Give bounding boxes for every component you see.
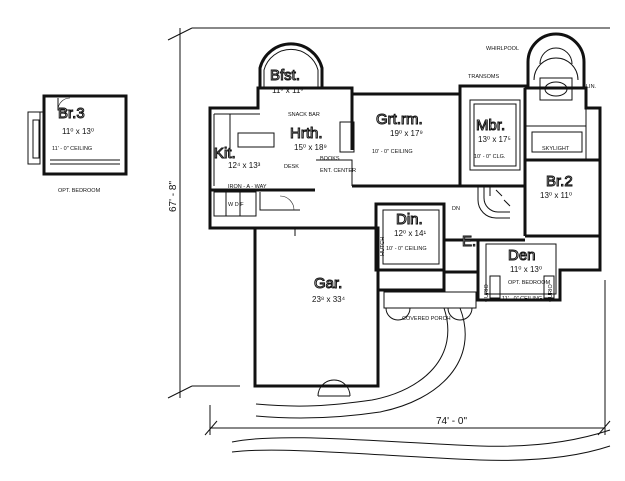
bfst-dim: 11⁰ x 11⁰ — [272, 86, 303, 95]
desk-label: DESK — [284, 164, 299, 170]
width-label: 74' - 0" — [436, 416, 467, 427]
skylight-label: SKYLIGHT — [542, 146, 570, 152]
whirlpool-bay — [526, 32, 586, 101]
lin-label: LIN. — [586, 84, 597, 90]
br3-ceiling: 11' - 0" CEILING — [52, 146, 92, 152]
curio-label-1: CURIO — [484, 284, 490, 302]
br3-dim: 11⁰ x 13⁰ — [62, 127, 94, 136]
br2-dim: 13⁰ x 11⁰ — [540, 191, 572, 200]
main-walls — [208, 84, 602, 388]
overall-dimension-lines — [167, 27, 611, 436]
garage-details — [294, 228, 351, 397]
whirlpool-label: WHIRLPOOL — [486, 46, 519, 52]
mbr-name: Mbr. — [476, 117, 505, 134]
br3-sub: OPT. BEDROOM — [58, 188, 101, 194]
books-label: BOOKS — [320, 156, 340, 162]
den-ceiling: 11' - 0" CEILING — [502, 296, 542, 302]
kit-name: Kit. — [214, 145, 236, 162]
din-dim: 12⁰ x 14¹ — [394, 229, 426, 238]
transoms-label: TRANSOMS — [468, 74, 500, 80]
labels: 67' - 8" 74' - 0" Br.3 11⁰ x 13⁰ 11' - 0… — [52, 46, 597, 427]
breakfast-bay — [258, 42, 324, 88]
br3-name: Br.3 — [58, 105, 85, 122]
hrth-dim: 15⁰ x 18⁹ — [294, 143, 327, 152]
covered-porch — [231, 291, 611, 461]
ent-center-label: ENT. CENTER — [320, 168, 356, 174]
den-dim: 11⁰ x 13⁰ — [510, 265, 542, 274]
grtrm-ceiling: 10' - 0" CEILING — [372, 149, 413, 155]
bfst-name: Bfst. — [270, 67, 300, 84]
din-name: Din. — [396, 211, 423, 228]
wdf-label: W D F — [228, 202, 244, 208]
gar-dim: 23⁸ x 33⁴ — [312, 295, 346, 304]
gar-name: Gar. — [314, 275, 342, 292]
curio-label-2: CURIO — [548, 284, 554, 302]
kit-dim: 12⁴ x 13³ — [228, 161, 261, 170]
dn-label: DN — [452, 206, 460, 212]
covered-porch-label: COVERED PORCH — [402, 316, 451, 322]
entry-name: E. — [462, 233, 476, 250]
den-name: Den — [508, 247, 536, 264]
mbr-ceiling: 10' - 0" CLG. — [474, 154, 506, 160]
br3-inset — [27, 94, 128, 176]
hutch-label: HUTCH — [380, 237, 386, 256]
den-sub: OPT. BEDROOM — [508, 280, 551, 286]
mbr-dim: 13⁰ x 17⁵ — [478, 135, 511, 144]
grtrm-dim: 19⁰ x 17⁹ — [390, 129, 423, 138]
grtrm-name: Grt.rm. — [376, 111, 423, 128]
snack-bar-label: SNACK BAR — [288, 112, 320, 118]
din-ceiling: 10' - 0" CEILING — [386, 246, 427, 252]
hrth-name: Hrth. — [290, 125, 323, 142]
depth-label: 67' - 8" — [168, 181, 179, 212]
ironaway-label: IRON - A - WAY — [228, 184, 267, 190]
br2-name: Br.2 — [546, 173, 573, 190]
